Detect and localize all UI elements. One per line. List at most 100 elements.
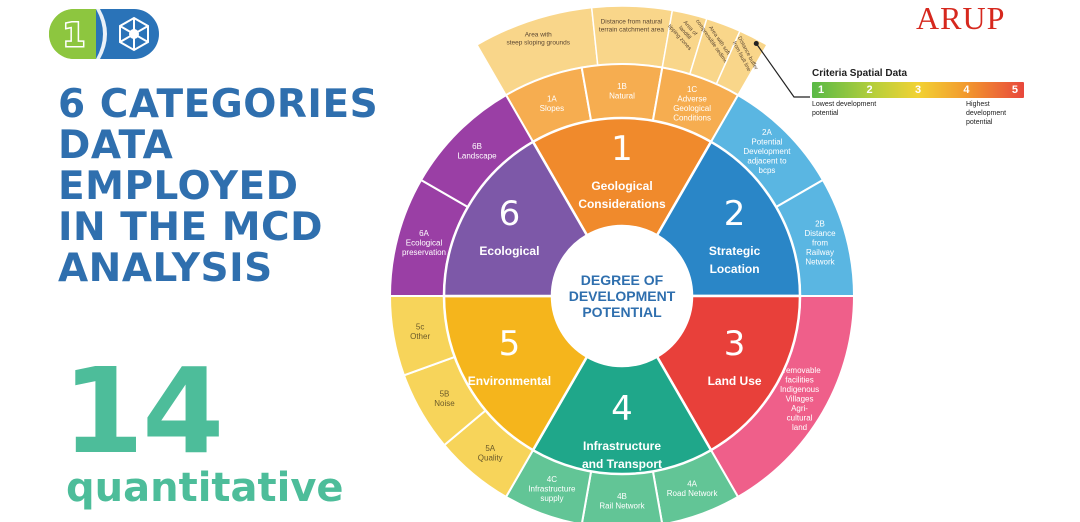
criteria-label-line: 4C bbox=[547, 475, 557, 484]
category-number: 1 bbox=[611, 129, 633, 169]
category-title: Ecological bbox=[479, 244, 539, 258]
criteria-label-line: Road Network bbox=[667, 489, 719, 498]
legend-scale-value: 2 bbox=[866, 84, 873, 96]
criteria-label-line: Irremovable bbox=[778, 366, 821, 375]
legend-ends: Lowest development potential Highest dev… bbox=[812, 100, 1026, 127]
criteria-label-line: Noise bbox=[434, 399, 455, 408]
legend-scale-value: 3 bbox=[914, 84, 922, 96]
criteria-label-line: Potential bbox=[751, 137, 782, 146]
category-number: 6 bbox=[499, 194, 521, 234]
center-label-line: DEVELOPMENT bbox=[569, 288, 676, 304]
category-number: 4 bbox=[611, 389, 633, 429]
legend-scale-value: 4 bbox=[963, 84, 970, 96]
criteria-label-line: Geological bbox=[673, 104, 711, 113]
criteria-label-line: land bbox=[792, 423, 807, 432]
criteria-label-line: 5c bbox=[416, 323, 424, 332]
center-label-line: DEGREE OF bbox=[581, 272, 664, 288]
heading-line: EMPLOYED bbox=[58, 164, 299, 209]
category-title-line: Environmental bbox=[468, 374, 551, 388]
legend-scale-value: 5 bbox=[1011, 84, 1018, 96]
criteria-label-line: Infrastructure bbox=[528, 484, 576, 493]
criteria-label-line: supply bbox=[540, 494, 563, 503]
category-segment bbox=[655, 140, 802, 298]
arup-logo: ARUP bbox=[916, 0, 1006, 36]
category-title-line: Land Use bbox=[708, 374, 762, 388]
criteria-label-line: cultural bbox=[787, 413, 813, 422]
criteria-label-line: 4B bbox=[617, 492, 627, 501]
category-title-line: Location bbox=[710, 262, 760, 276]
extension-label-line: terrain catchment area bbox=[599, 26, 664, 33]
criteria-label-line: Agri- bbox=[791, 404, 808, 413]
criteria-label-line: 4A bbox=[687, 480, 697, 489]
heading-line: 6 CATEGORIES bbox=[58, 82, 379, 127]
quantitative-caption: quantitative bbox=[66, 465, 344, 511]
criteria-label-line: Conditions bbox=[673, 113, 711, 122]
legend-low-label: Lowest development potential bbox=[812, 101, 877, 117]
criteria-label-line: Quality bbox=[478, 454, 503, 463]
network-icon bbox=[119, 16, 149, 52]
category-title: Land Use bbox=[708, 374, 762, 388]
badge-left-rect bbox=[74, 9, 96, 59]
category-title-line: Ecological bbox=[479, 244, 539, 258]
legend-gradient-bar: 1 2 3 4 5 bbox=[812, 82, 1024, 98]
criteria-label-line: 1C bbox=[687, 85, 697, 94]
extension-label-line: steep sloping grounds bbox=[506, 40, 570, 47]
category-title: Infrastructure and Transport bbox=[582, 439, 662, 471]
step-badge: 1 bbox=[49, 9, 159, 59]
criteria-label-line: 2B bbox=[815, 220, 825, 229]
legend-pointer bbox=[753, 40, 810, 98]
category-segment bbox=[442, 294, 589, 452]
badge-left-fill bbox=[49, 9, 74, 59]
category-number: 5 bbox=[499, 324, 521, 364]
criteria-label-line: Indigenous bbox=[780, 385, 819, 394]
category-title-line: Considerations bbox=[578, 197, 666, 211]
criteria-label-line: Development bbox=[743, 147, 791, 156]
heading-line: IN THE MCD bbox=[58, 205, 323, 250]
category-segment bbox=[442, 140, 589, 298]
criteria-legend: Criteria Spatial Data 1 2 3 4 5 Lowest d… bbox=[812, 68, 1026, 127]
pointer-line bbox=[755, 43, 810, 98]
legend-high-label: Highest development potential bbox=[966, 101, 1007, 126]
category-segment bbox=[655, 294, 802, 452]
legend-title: Criteria Spatial Data bbox=[812, 68, 908, 79]
legend-scale-value: 1 bbox=[818, 84, 825, 96]
extension-label-line: Distance from natural bbox=[601, 18, 663, 25]
criteria-label-line: preservation bbox=[402, 248, 446, 257]
criteria-label-line: Slopes bbox=[540, 104, 564, 113]
center-circle bbox=[554, 228, 690, 364]
criteria-label-line: Natural bbox=[609, 92, 635, 101]
heading-line: ANALYSIS bbox=[58, 246, 273, 291]
criteria-label-line: Rail Network bbox=[599, 502, 645, 511]
criteria-label-line: bcps bbox=[759, 166, 776, 175]
extension-label-line: Area with bbox=[525, 32, 552, 39]
quantitative-count: 14 bbox=[62, 342, 224, 480]
category-title: Environmental bbox=[468, 374, 551, 388]
category-segment bbox=[531, 354, 713, 476]
category-title-line: and Transport bbox=[582, 457, 662, 471]
category-title-line: Infrastructure bbox=[583, 439, 661, 453]
criteria-label-line: Distance bbox=[804, 229, 836, 238]
heading-line: DATA bbox=[58, 123, 174, 168]
criteria-label-line: 1B bbox=[617, 82, 627, 91]
badge-divider bbox=[96, 9, 107, 59]
criteria-label-line: 5B bbox=[440, 390, 450, 399]
criteria-label-line: Adverse bbox=[677, 94, 707, 103]
extension-segment bbox=[590, 5, 674, 69]
category-segment bbox=[531, 116, 713, 238]
